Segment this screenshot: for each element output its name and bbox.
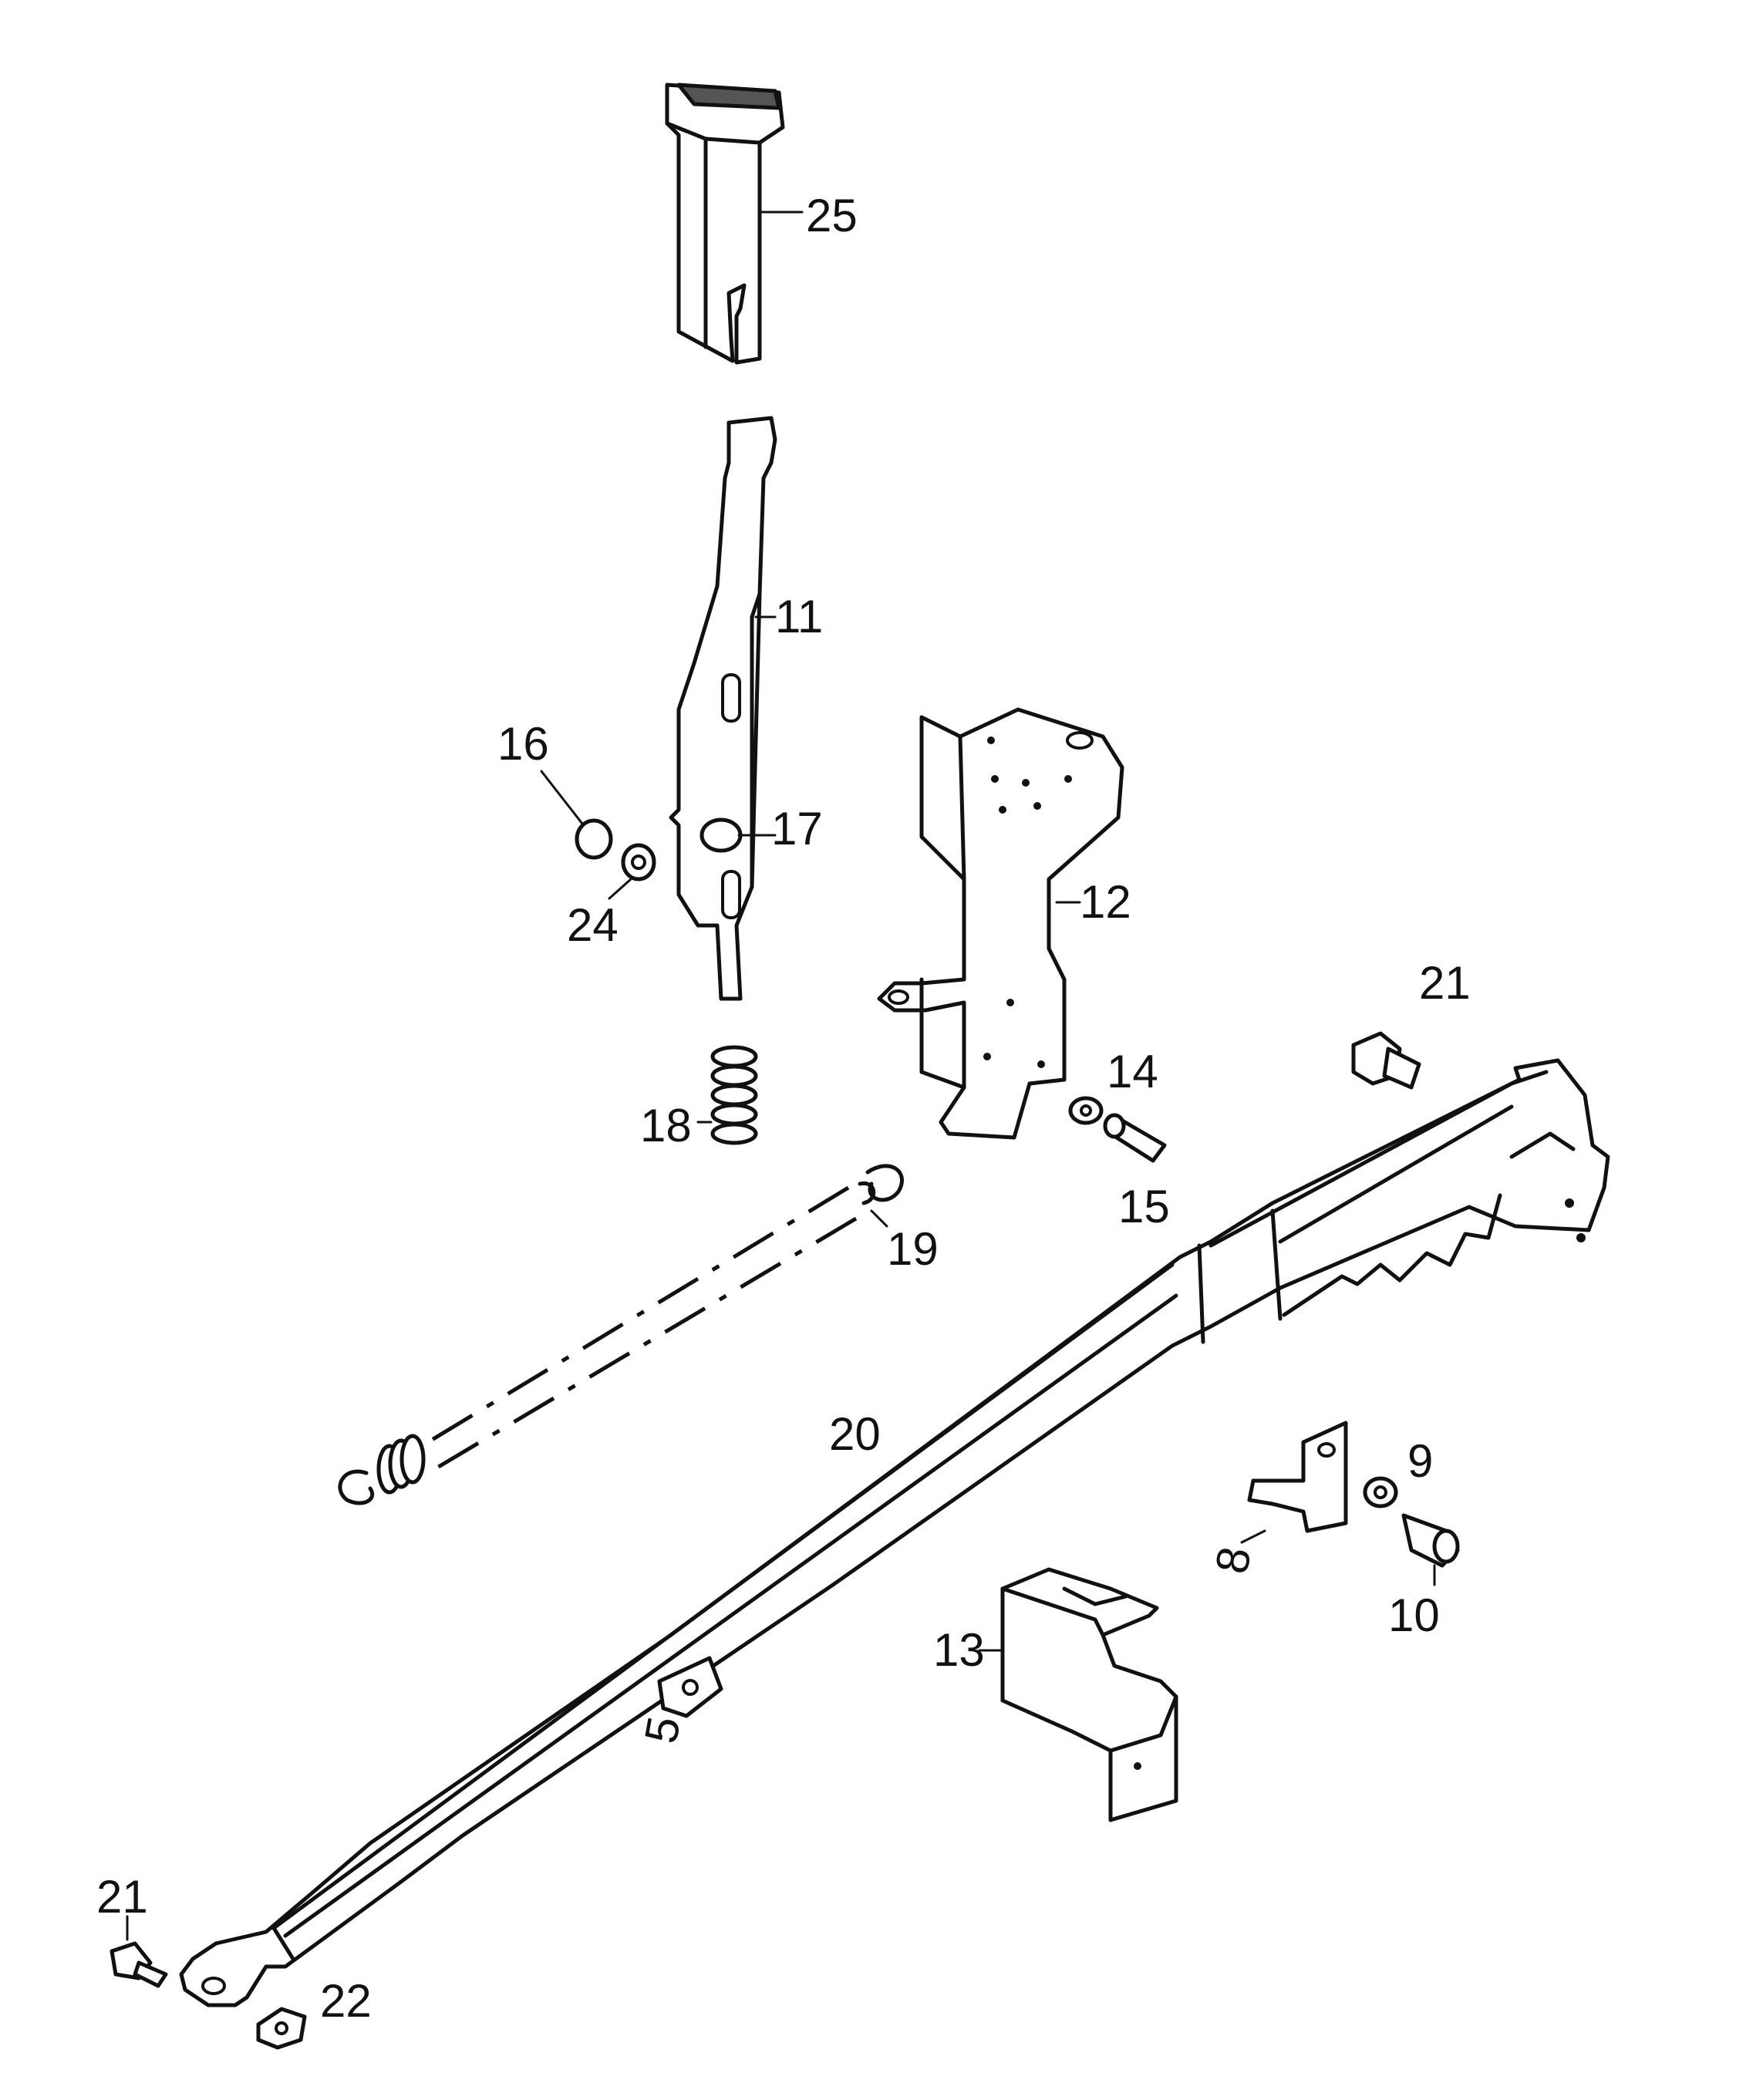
part-22-nut	[256, 2007, 307, 2050]
callout-25: 25	[806, 190, 858, 241]
callout-11: 11	[775, 591, 823, 642]
callout-15: 15	[1118, 1181, 1170, 1232]
part-13-bracket	[978, 1567, 1178, 1822]
part-16-nut	[540, 770, 613, 860]
callout-20: 20	[829, 1408, 881, 1460]
part-5-tab	[657, 1656, 723, 1718]
part-9-washer	[1363, 1476, 1398, 1508]
callout-21-top: 21	[1419, 957, 1471, 1009]
callout-22: 22	[320, 1975, 372, 2027]
part-17-pin	[699, 817, 777, 853]
callout-10: 10	[1388, 1589, 1440, 1641]
callout-5: 5	[635, 1713, 690, 1748]
callout-16: 16	[497, 718, 549, 770]
callout-17: 17	[771, 803, 823, 854]
part-25-knob	[665, 83, 785, 365]
callout-13: 13	[933, 1624, 985, 1676]
part-20-arm	[179, 1058, 1610, 2007]
callout-24: 24	[567, 899, 619, 951]
part-11-lever	[669, 416, 777, 1001]
callout-14: 14	[1107, 1046, 1158, 1097]
part-19-spring	[338, 1164, 904, 1505]
part-24-washer	[608, 843, 656, 900]
part-15-screw	[1103, 1113, 1167, 1163]
callout-18: 18	[640, 1100, 692, 1151]
callout-9: 9	[1407, 1435, 1433, 1487]
callout-12: 12	[1080, 876, 1131, 928]
part-8-bracket	[1240, 1421, 1348, 1544]
part-10-screw	[1401, 1513, 1460, 1586]
part-21-bottom-bolt	[110, 1915, 168, 1988]
callout-21-bottom: 21	[96, 1871, 148, 1923]
callout-19: 19	[887, 1223, 939, 1275]
part-12-bracket	[877, 707, 1124, 1140]
callout-8: 8	[1205, 1543, 1261, 1578]
part-21-top-bolt	[1351, 1031, 1421, 1090]
part-14-washer	[1068, 1096, 1104, 1125]
part-18-spring	[696, 1045, 758, 1145]
